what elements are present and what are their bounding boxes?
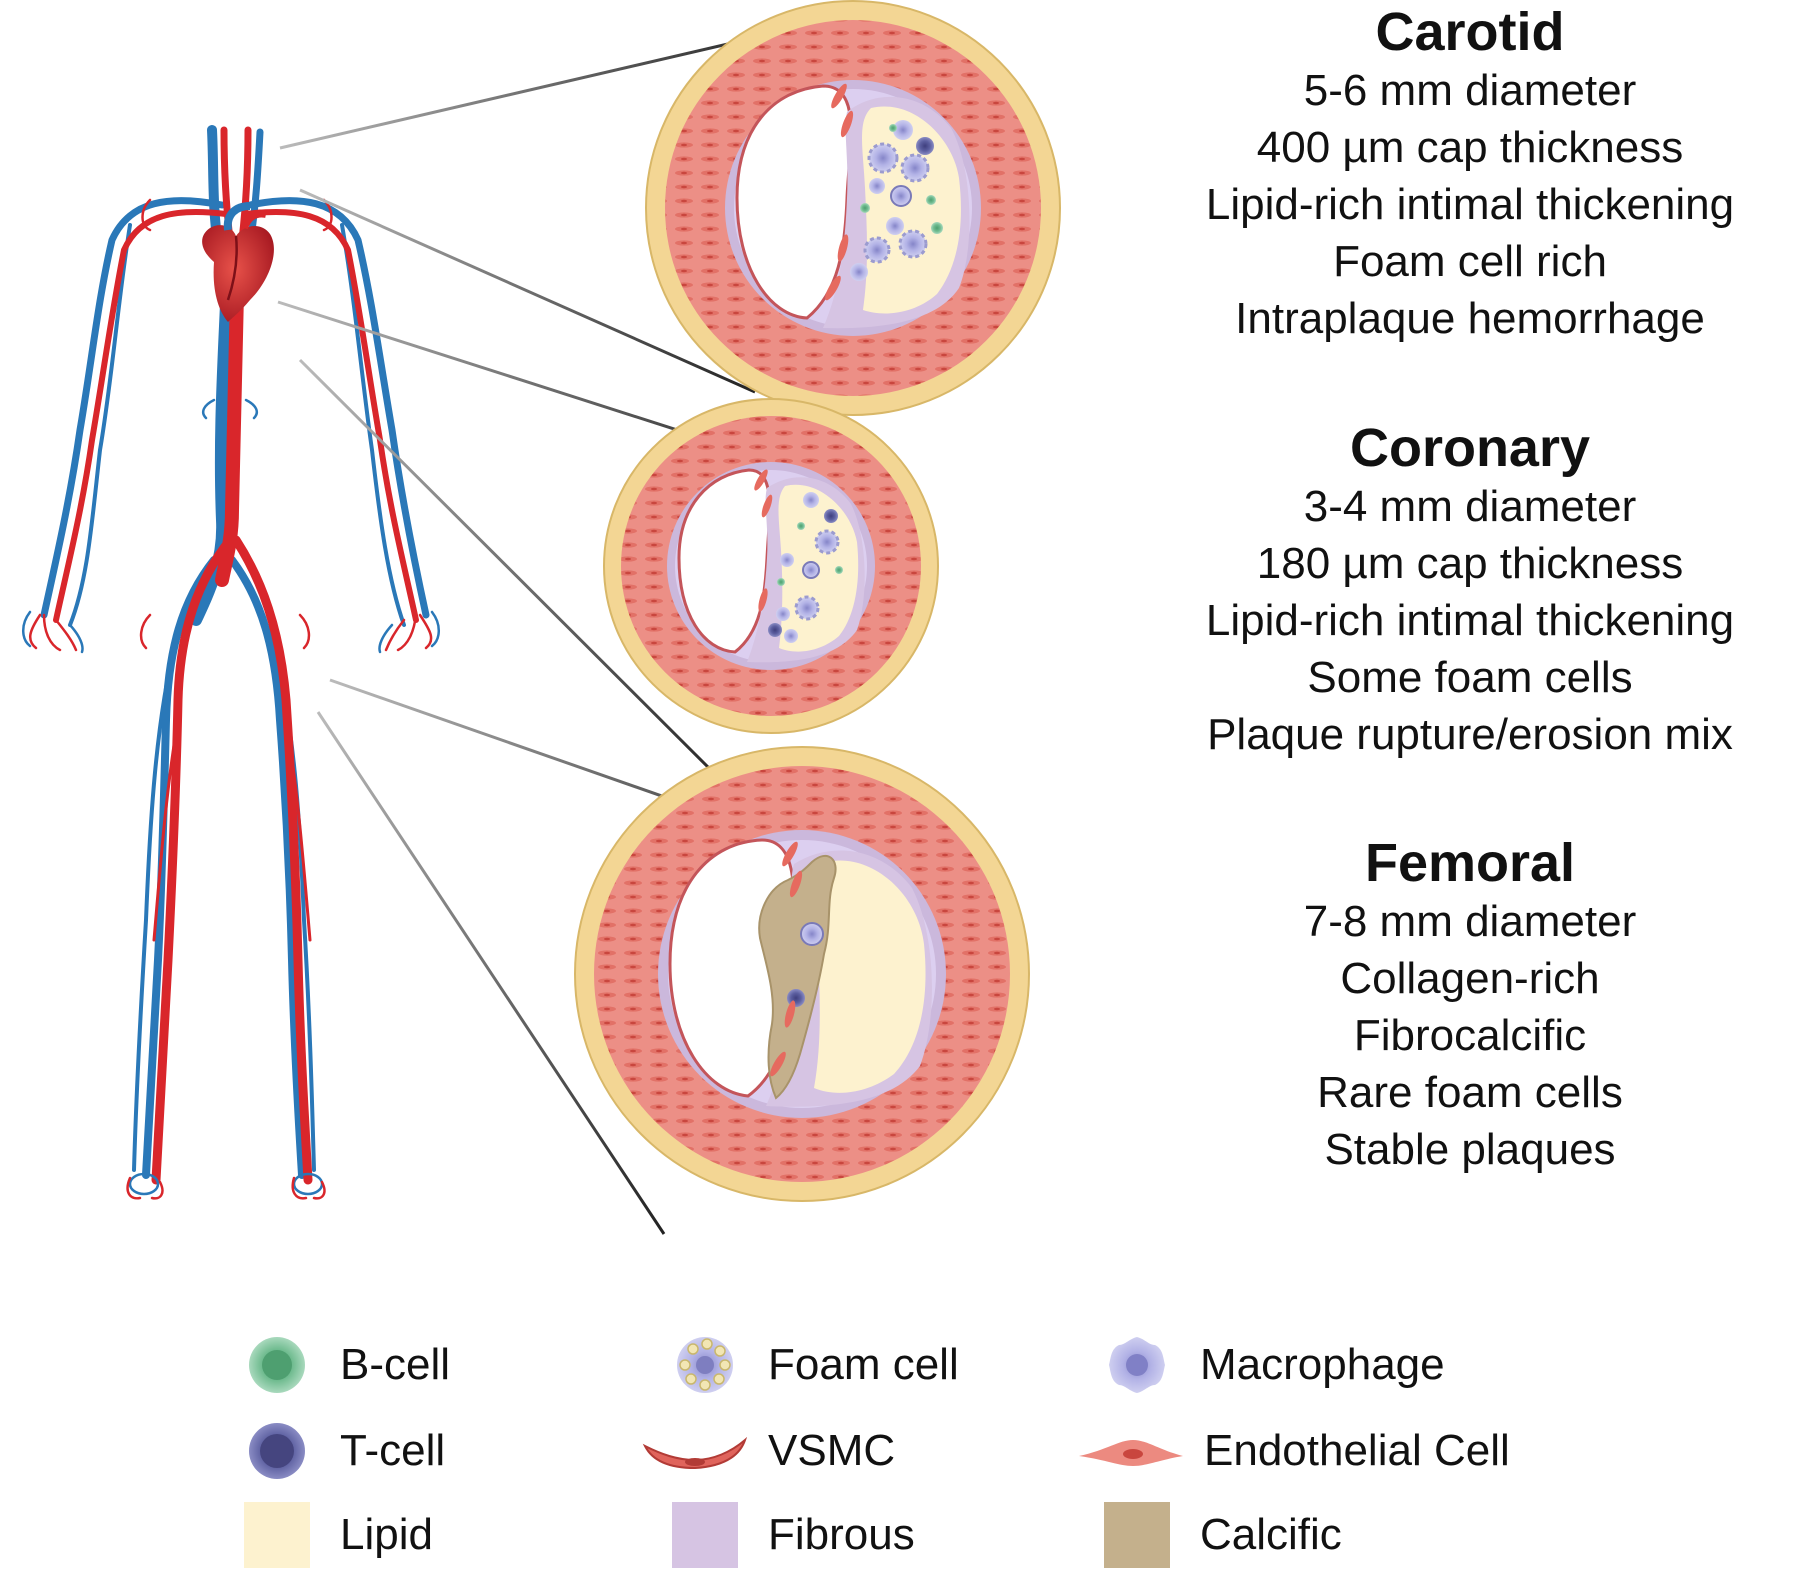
- carotid-lumen: [735, 84, 853, 320]
- connector-carotid-top: [279, 28, 789, 150]
- femoral-lipid-core: [814, 860, 926, 1093]
- legend-label-endothelial-cell: Endothelial Cell: [1204, 1426, 1510, 1475]
- legend: B-cell Foam cell Macrophage: [0, 1330, 1800, 1586]
- legend-label-calcific: Calcific: [1200, 1510, 1342, 1559]
- legend-item-t-cell: T-cell: [232, 1416, 445, 1486]
- carotid-feature-4: Foam cell rich: [1333, 237, 1607, 286]
- circulatory-system-figure: [22, 125, 440, 1200]
- arm-vein-left: [40, 197, 226, 619]
- legend-label-t-cell: T-cell: [340, 1426, 446, 1475]
- leg-vein-left-2: [132, 638, 178, 1172]
- legend-label-vsmc: VSMC: [768, 1426, 896, 1475]
- legend-label-fibrous: Fibrous: [768, 1510, 915, 1559]
- legend-item-b-cell: B-cell: [232, 1330, 450, 1400]
- carotid-feature-1: 5-6 mm diameter: [1303, 66, 1637, 115]
- legend-item-foam-cell: Foam cell: [660, 1330, 959, 1400]
- legend-item-vsmc: VSMC: [640, 1416, 895, 1486]
- connector-femoral-bottom: [316, 711, 666, 1235]
- arm-artery-right: [243, 209, 419, 623]
- coronary-cross-section: [603, 398, 939, 734]
- carotid-info: Carotid 5-6 mm diameter 400 µm cap thick…: [1120, 2, 1800, 347]
- femoral-cross-section: [574, 746, 1030, 1202]
- coronary-feature-4: Some foam cells: [1307, 653, 1633, 702]
- legend-item-endothelial-cell: Endothelial Cell: [1076, 1416, 1510, 1486]
- coronary-feature-2: 180 µm cap thickness: [1256, 539, 1684, 588]
- iliac-artery-right: [231, 535, 313, 1185]
- coronary-feature-5: Plaque rupture/erosion mix: [1207, 710, 1733, 759]
- t-cell-icon: [249, 1423, 305, 1479]
- legend-label-foam-cell: Foam cell: [768, 1340, 959, 1389]
- connector-carotid-bottom: [299, 188, 756, 394]
- macrophage-icon: [1109, 1337, 1165, 1393]
- carotid-feature-2: 400 µm cap thickness: [1256, 123, 1684, 172]
- arm-vein-right-2: [340, 223, 406, 627]
- femoral-feature-2: Collagen-rich: [1340, 954, 1600, 1003]
- calcific-swatch: [1104, 1502, 1170, 1568]
- iliac-artery-left: [151, 535, 235, 1185]
- legend-item-fibrous: Fibrous: [660, 1500, 915, 1570]
- femoral-feature-5: Stable plaques: [1324, 1125, 1616, 1174]
- femoral-title: Femoral: [1364, 833, 1576, 893]
- leg-vein-right: [228, 556, 306, 1179]
- coronary-feature-1: 3-4 mm diameter: [1303, 482, 1637, 531]
- femoral-calcific-deposit: [758, 855, 837, 1100]
- legend-label-macrophage: Macrophage: [1200, 1340, 1445, 1389]
- femoral-feature-1: 7-8 mm diameter: [1303, 897, 1637, 946]
- foam-cell-icon: [677, 1337, 733, 1393]
- legend-label-b-cell: B-cell: [340, 1340, 451, 1389]
- heart-icon: [202, 202, 274, 322]
- carotid-vsmc-cells: [825, 83, 854, 301]
- arm-vein-right: [246, 197, 430, 619]
- coronary-info: Coronary 3-4 mm diameter 180 µm cap thic…: [1120, 418, 1800, 763]
- legend-label-lipid: Lipid: [340, 1510, 433, 1559]
- carotid-feature-3: Lipid-rich intimal thickening: [1205, 180, 1735, 229]
- vsmc-icon: [642, 1436, 748, 1470]
- legend-item-lipid: Lipid: [232, 1500, 433, 1570]
- carotid-cells: [850, 120, 943, 281]
- arm-artery-left: [53, 209, 229, 623]
- femoral-info: Femoral 7-8 mm diameter Collagen-rich Fi…: [1120, 833, 1800, 1178]
- carotid-feature-5: Intraplaque hemorrhage: [1235, 294, 1705, 343]
- femoral-feature-4: Rare foam cells: [1317, 1068, 1623, 1117]
- leg-artery-left-branch: [152, 718, 180, 942]
- femoral-feature-3: Fibrocalcific: [1353, 1011, 1587, 1060]
- carotid-artery-right: [238, 126, 252, 244]
- legend-item-macrophage: Macrophage: [1092, 1330, 1445, 1400]
- coronary-cells: [768, 492, 843, 643]
- b-cell-icon: [249, 1337, 305, 1393]
- endothelial-cell-icon: [1079, 1440, 1183, 1466]
- fibrous-swatch: [672, 1502, 738, 1568]
- legend-item-calcific: Calcific: [1092, 1500, 1342, 1570]
- coronary-feature-3: Lipid-rich intimal thickening: [1205, 596, 1735, 645]
- lipid-swatch: [244, 1502, 310, 1568]
- coronary-title: Coronary: [1349, 418, 1591, 478]
- connector-coronary-bottom: [298, 358, 740, 799]
- arm-vein-left-2: [68, 223, 132, 627]
- leg-artery-right-branch: [284, 718, 312, 942]
- carotid-title: Carotid: [1375, 2, 1565, 62]
- carotid-cross-section: [645, 0, 1061, 416]
